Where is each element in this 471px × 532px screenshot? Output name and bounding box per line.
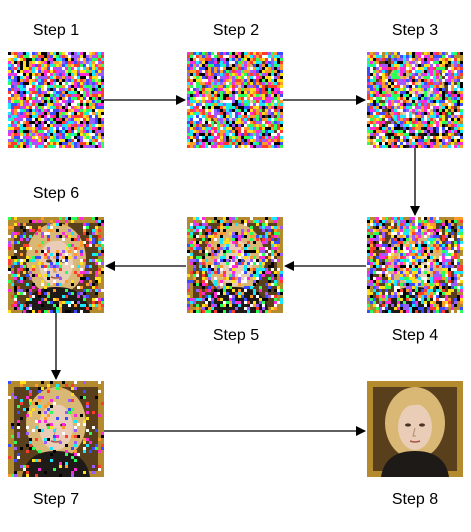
step-2-canvas <box>187 52 283 148</box>
step-6-image <box>8 217 104 313</box>
step-7-label: Step 7 <box>32 491 80 508</box>
step-6-label: Step 6 <box>32 185 80 202</box>
step-4-canvas <box>367 217 463 313</box>
step-7-canvas <box>8 381 104 477</box>
step-2-label: Step 2 <box>212 22 260 39</box>
step-5-canvas <box>187 217 283 313</box>
step-8-canvas <box>367 381 463 477</box>
step-3-canvas <box>367 52 463 148</box>
step-1-image <box>8 52 104 148</box>
step-6-canvas <box>8 217 104 313</box>
step-1-label: Step 1 <box>32 22 80 39</box>
step-8-label: Step 8 <box>391 491 439 508</box>
step-4-label: Step 4 <box>391 327 439 344</box>
step-7-image <box>8 381 104 477</box>
step-3-image <box>367 52 463 148</box>
step-8-image <box>367 381 463 477</box>
step-3-label: Step 3 <box>391 22 439 39</box>
step-1-canvas <box>8 52 104 148</box>
step-4-image <box>367 217 463 313</box>
step-5-label: Step 5 <box>212 327 260 344</box>
step-5-image <box>187 217 283 313</box>
step-2-image <box>187 52 283 148</box>
